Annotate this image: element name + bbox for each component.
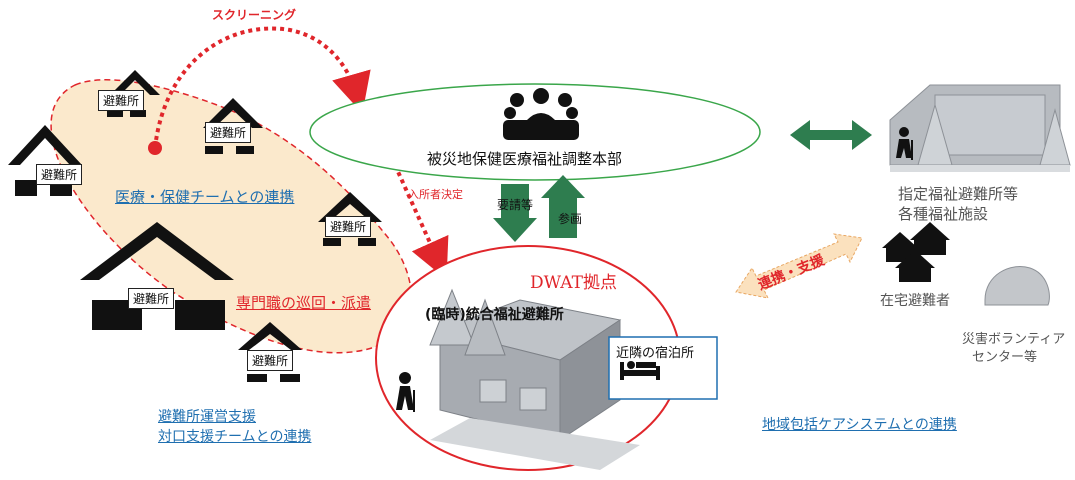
shelter-label-5: 避難所	[128, 288, 175, 309]
designated-facility-building	[889, 84, 1071, 172]
participation-label: 参画	[558, 212, 583, 226]
shelter-label-6: 避難所	[247, 350, 294, 371]
screening-arrow	[153, 26, 371, 149]
lodging-label: 近隣の宿泊所	[616, 346, 695, 361]
admission-arrow	[393, 164, 449, 280]
cooperation-double-arrow-icon	[735, 233, 863, 299]
volunteer-tent-icon	[984, 266, 1050, 306]
screening-label: スクリーニング	[212, 8, 297, 22]
specialist-link[interactable]: 専門職の巡回・派遣	[236, 294, 372, 312]
shelter-house-2	[203, 98, 263, 154]
dwat-title: DWAT拠点	[530, 273, 617, 293]
shelter-support-link-1[interactable]: 避難所運営支援	[158, 409, 256, 425]
home-evacuee-houses-icon	[882, 222, 950, 282]
people-meeting-icon	[503, 88, 579, 140]
request-label: 要請等	[497, 198, 534, 212]
integrated-shelter-title: (臨時)統合福祉避難所	[425, 307, 564, 323]
shelter-house-4	[318, 192, 382, 246]
up-arrow-icon	[541, 175, 585, 238]
shelter-house-5	[80, 222, 234, 330]
integrated-shelter-building	[429, 288, 640, 470]
screening-start-dot	[148, 141, 162, 155]
shelter-label-2: 避難所	[205, 122, 252, 143]
shelter-house-1	[107, 70, 160, 117]
double-arrow-icon	[790, 120, 872, 150]
shelter-label-1: 避難所	[98, 90, 145, 111]
community-care-link[interactable]: 地域包括ケアシステムとの連携	[762, 417, 957, 433]
shelter-label-3: 避難所	[36, 164, 83, 185]
shelter-label-4: 避難所	[325, 216, 372, 237]
designated-label-2: 各種福祉施設	[898, 205, 989, 223]
home-evac-label: 在宅避難者	[880, 293, 950, 309]
volunteer-label-2: センター等	[972, 350, 1038, 365]
medical-link[interactable]: 医療・保健チームとの連携	[115, 188, 295, 206]
shelter-house-6	[238, 322, 302, 382]
hq-title: 被災地保健医療福祉調整本部	[427, 150, 623, 168]
elderly-person-icon	[396, 372, 415, 412]
designated-label-1: 指定福祉避難所等	[898, 185, 1019, 203]
volunteer-label-1: 災害ボランティア	[962, 332, 1066, 347]
down-arrow-icon	[493, 184, 537, 242]
admission-label: 入所者決定	[408, 188, 463, 201]
elderly-person-icon-right	[896, 127, 913, 160]
shelter-support-link-2[interactable]: 対口支援チームとの連携	[158, 429, 312, 445]
lodging-box	[608, 336, 718, 400]
bed-icon	[620, 361, 660, 380]
